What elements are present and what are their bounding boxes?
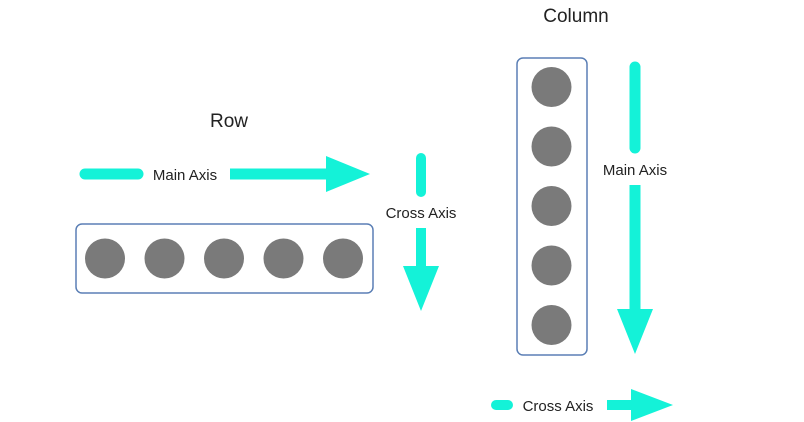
column-main-axis-label: Main Axis	[603, 162, 667, 179]
column-item-circle	[531, 126, 572, 167]
row-item-circle	[204, 238, 244, 279]
row-cross-axis-arrowhead	[403, 266, 439, 311]
row-cross-axis-label: Cross Axis	[386, 205, 457, 222]
row-main-axis-arrowhead	[326, 156, 370, 192]
column-items	[531, 67, 572, 345]
column-item-circle	[531, 186, 572, 226]
column-main-axis-arrow	[617, 61, 653, 354]
column-cross-axis-shaft-right	[607, 400, 633, 410]
column-main-axis-shaft-bottom	[629, 185, 641, 311]
row-main-axis-label: Main Axis	[153, 167, 217, 184]
row-cross-axis-shaft-bottom	[416, 228, 426, 268]
column-cross-axis-arrow	[491, 389, 673, 421]
column-title: Column	[543, 6, 608, 27]
column-item-circle	[531, 305, 572, 345]
row-items	[85, 238, 363, 279]
row-title: Row	[210, 111, 248, 132]
row-item-circle	[323, 238, 363, 279]
row-item-circle	[144, 238, 185, 279]
row-main-axis-arrow	[79, 156, 370, 192]
column-cross-axis-arrowhead	[631, 389, 673, 421]
row-cross-axis-arrow	[403, 153, 439, 311]
row-main-axis-shaft-right	[230, 168, 328, 180]
column-item-circle	[531, 67, 572, 107]
column-cross-axis-label: Cross Axis	[523, 398, 594, 415]
column-item-circle	[531, 245, 572, 286]
row-item-circle	[263, 238, 304, 279]
column-main-axis-arrowhead	[617, 309, 653, 354]
row-item-circle	[85, 238, 125, 279]
